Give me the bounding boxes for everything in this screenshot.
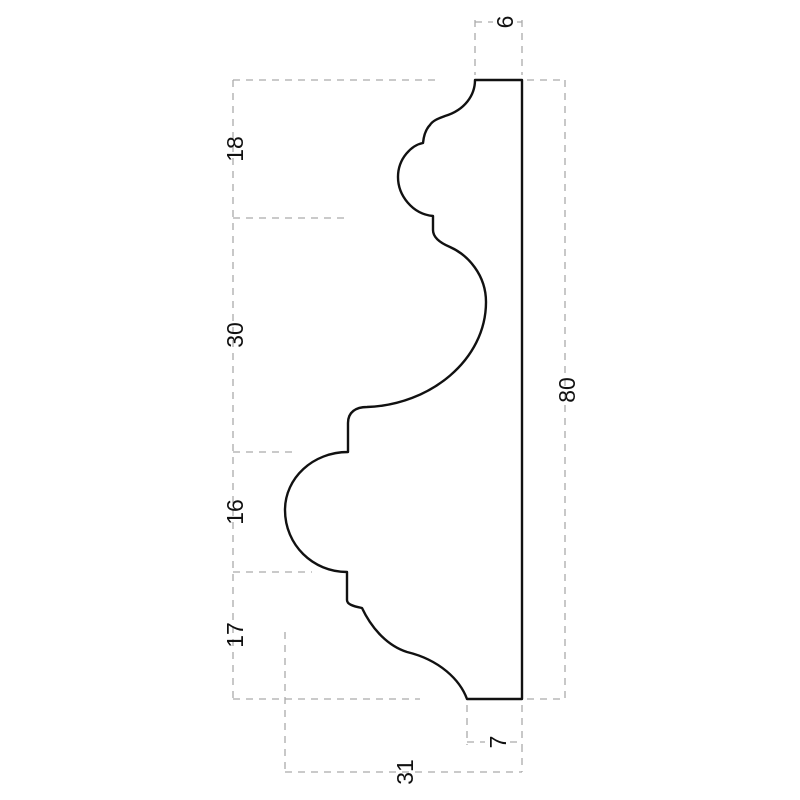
dimension-label-bottom-width: 7 (485, 736, 511, 749)
dimension-label-total-height: 80 (554, 377, 580, 403)
dimension-label-18: 18 (222, 136, 248, 162)
dimension-label-16: 16 (222, 499, 248, 525)
molding-profile-outline (283, 78, 524, 701)
dimension-lines (232, 20, 566, 773)
right-dimension-line (527, 79, 566, 700)
dimension-label-30: 30 (222, 322, 248, 348)
dimension-label-top-width: 6 (492, 16, 518, 29)
dimension-label-depth: 31 (392, 759, 418, 785)
top-width-dimension (474, 20, 523, 75)
dimension-labels: 6 18 30 16 17 80 7 31 (222, 16, 580, 785)
depth-dimension (284, 632, 523, 773)
dimension-label-17: 17 (222, 622, 248, 648)
bottom-width-dimension (466, 705, 523, 745)
